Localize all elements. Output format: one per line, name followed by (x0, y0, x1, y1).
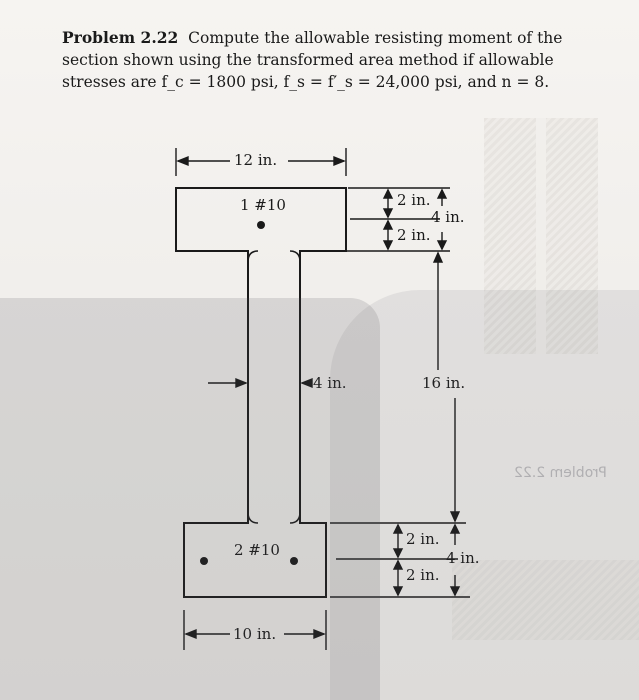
top-lower-arrow-down (382, 240, 394, 251)
top-rebar-dot (257, 221, 265, 229)
top-cover-arrow-up (382, 188, 394, 199)
photo-shadow-left (0, 298, 380, 700)
hatched-figure-strip (452, 560, 639, 640)
bottom-flange-arrow-up (449, 523, 461, 534)
top-cover-label: 2 in. (397, 191, 431, 209)
web-height-arrow-down (449, 511, 461, 523)
web-fillet-top-left (247, 250, 259, 263)
bottom-rebar-dot-left (200, 557, 208, 565)
top-flange-arrow-up (436, 188, 448, 199)
top-bars-label: 1 #10 (240, 196, 286, 214)
photo-shadow-right (330, 290, 639, 700)
web-fillet-top-right (289, 250, 301, 263)
bottom-rebar-dot-right (290, 557, 298, 565)
top-flange-depth-label: 4 in. (431, 208, 465, 226)
bottom-lower-arrow-down (392, 586, 404, 597)
bottom-upper-arrow-down (392, 548, 404, 559)
bottom-upper-label: 2 in. (406, 530, 440, 548)
bottom-upper-arrow-up (392, 523, 404, 534)
web-fillet-bottom-right (289, 511, 301, 524)
problem-line-1: Problem 2.22 Compute the allowable resis… (62, 27, 582, 49)
bottom-bars-label: 2 #10 (234, 541, 280, 559)
problem-line-2: section shown using the transformed area… (62, 51, 554, 69)
web-fillet-bottom-left (247, 511, 259, 524)
top-flange-lower-label: 2 in. (397, 226, 431, 244)
problem-label: Problem 2.22 (62, 28, 179, 47)
bottom-width-arrow-right (313, 628, 326, 640)
web-height-arrow-up (432, 251, 444, 263)
top-width-label: 12 in. (234, 151, 278, 169)
top-lower-arrow-up (382, 219, 394, 230)
top-cover-arrow-down (382, 208, 394, 219)
problem-line-3: stresses are f_c = 1800 psi, f_s = f′_s … (62, 73, 550, 91)
bottom-cover-label: 2 in. (406, 566, 440, 584)
problem-statement: Problem 2.22 Compute the allowable resis… (62, 27, 582, 93)
problem-text-1: Compute the allowable resisting moment o… (188, 29, 563, 47)
bottom-width-arrow-left (184, 628, 197, 640)
hatched-figure-panel (484, 118, 598, 354)
bottom-flange-arrow-down (449, 586, 461, 597)
top-width-arrow-right (333, 155, 346, 167)
bottom-flange-depth-label: 4 in. (446, 549, 480, 567)
bottom-width-label: 10 in. (233, 625, 277, 643)
top-width-arrow-left (176, 155, 189, 167)
web-width-label: 4 in. (313, 374, 347, 392)
web-width-arrowhead-right (300, 377, 313, 389)
bottom-lower-arrow-up (392, 559, 404, 570)
top-flange-arrow-down (436, 240, 448, 251)
web-height-label: 16 in. (422, 374, 466, 392)
web-width-arrowhead-left (235, 377, 248, 389)
